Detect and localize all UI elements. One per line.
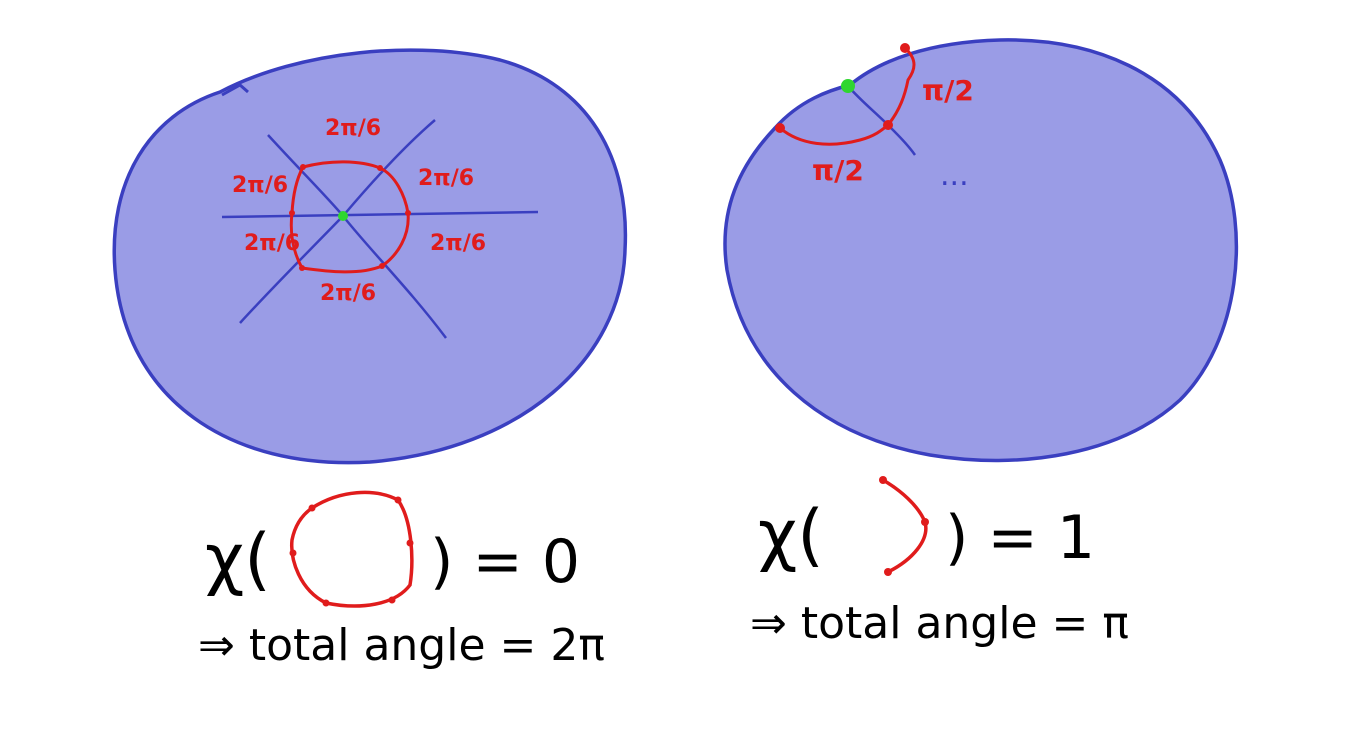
- right-angle-label-bottom: π/2: [812, 154, 864, 187]
- right-red-edge-bottom: [779, 123, 889, 146]
- left-angle-label-upper-right: 2π/6: [418, 166, 474, 191]
- right-chi-symbol: χ(: [758, 496, 824, 575]
- right-equation-mini-arc: [882, 478, 928, 574]
- left-angle-label-top: 2π/6: [325, 116, 381, 141]
- right-red-vertex-top: [900, 43, 910, 53]
- left-angle-labels: 2π/6 2π/6 2π/6 2π/6 2π/6 2π/6: [232, 116, 486, 306]
- left-angle-label-lower-left: 2π/6: [244, 231, 300, 256]
- left-disk-region: [112, 48, 628, 465]
- left-conclusion: ⇒ total angle = 2π: [198, 620, 605, 671]
- left-equation-result: ) = 0: [430, 527, 580, 597]
- right-equation: χ( ) = 1: [758, 476, 1095, 576]
- mini-loop-vertex: [394, 496, 402, 504]
- mini-loop-vertex: [322, 599, 330, 607]
- right-angle-label-side: π/2: [922, 74, 974, 107]
- left-center-vertex: [338, 211, 348, 221]
- mini-arc-vertex: [884, 568, 892, 576]
- left-loop-vertex: [300, 164, 306, 170]
- left-loop-vertex: [299, 265, 305, 271]
- right-green-vertex: [841, 79, 855, 93]
- mini-loop-vertex: [289, 549, 297, 557]
- right-red-vertex-left: [775, 123, 785, 133]
- left-angle-label-upper-left: 2π/6: [232, 173, 288, 198]
- left-angle-label-bottom: 2π/6: [320, 281, 376, 306]
- left-red-vertices: [289, 164, 411, 271]
- left-loop-vertex: [405, 210, 411, 216]
- left-diagram: 2π/6 2π/6 2π/6 2π/6 2π/6 2π/6 χ( ) = 0 ⇒…: [112, 48, 628, 671]
- right-conclusion: ⇒ total angle = π: [750, 598, 1129, 649]
- left-equation: χ( ) = 0: [205, 490, 580, 608]
- right-disk-region: [723, 38, 1239, 463]
- left-chi-symbol: χ(: [205, 520, 271, 599]
- mini-loop-vertex: [388, 596, 396, 604]
- mini-arc-vertex: [879, 476, 887, 484]
- left-loop-vertex: [377, 165, 383, 171]
- left-disk-tick: [221, 83, 249, 97]
- mini-arc-vertex: [921, 518, 929, 526]
- left-equation-mini-loop: [290, 490, 414, 608]
- right-ellipsis: ...: [940, 158, 969, 193]
- left-angle-label-lower-right: 2π/6: [430, 231, 486, 256]
- left-mini-loop-vertices: [289, 496, 414, 607]
- ray-horizontal: [221, 210, 539, 219]
- mini-loop-vertex: [406, 539, 414, 547]
- mini-loop-vertex: [308, 504, 316, 512]
- left-loop-vertex: [289, 210, 295, 216]
- right-diagram: π/2 π/2 ... χ( ) = 1 ⇒ total angle = π: [723, 38, 1239, 649]
- right-equation-result: ) = 1: [945, 503, 1095, 573]
- left-loop-vertex: [379, 263, 385, 269]
- right-red-vertex-middle: [883, 120, 893, 130]
- right-red-edge-side: [886, 46, 916, 126]
